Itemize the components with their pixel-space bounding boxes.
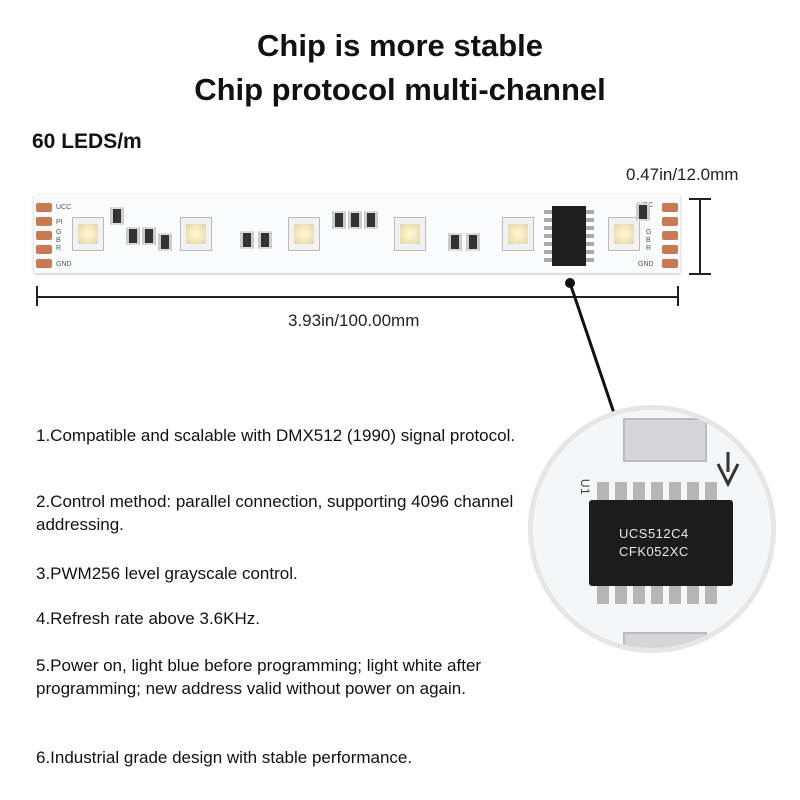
resistor bbox=[258, 231, 272, 249]
title-line-2: Chip protocol multi-channel bbox=[194, 72, 606, 107]
led-chip bbox=[502, 217, 534, 251]
feature-item-4: 4.Refresh rate above 3.6KHz. bbox=[36, 609, 260, 628]
pin-label: B bbox=[56, 237, 61, 244]
pin-label: GND bbox=[638, 261, 654, 268]
resistor bbox=[448, 233, 462, 251]
led-chip bbox=[608, 217, 640, 251]
width-dimension-tick bbox=[689, 273, 711, 275]
pin-label: G bbox=[56, 229, 62, 236]
width-dimension-label: 0.47in/12.0mm bbox=[626, 165, 739, 184]
led-chip bbox=[394, 217, 426, 251]
feature-item-1: 1.Compatible and scalable with DMX512 (1… bbox=[36, 426, 516, 445]
width-dimension-line bbox=[699, 198, 701, 274]
solder-pad bbox=[662, 231, 678, 240]
feature-item-6: 6.Industrial grade design with stable pe… bbox=[36, 748, 413, 767]
chip-marking-line-1: UCS512C4 bbox=[619, 526, 689, 541]
resistor bbox=[332, 211, 346, 229]
resistor bbox=[110, 207, 124, 225]
pin-label: GND bbox=[56, 261, 72, 268]
solder-pad bbox=[36, 203, 52, 212]
solder-pad bbox=[36, 217, 52, 226]
zoomed-driver-ic: UCS512C4 CFK052XC bbox=[589, 500, 733, 586]
pin-label: PI bbox=[56, 219, 63, 226]
width-dimension-tick bbox=[689, 198, 711, 200]
resistor bbox=[158, 233, 172, 251]
pin-label: G bbox=[646, 229, 652, 236]
length-dimension-line bbox=[36, 296, 678, 298]
chip-marking-line-2: CFK052XC bbox=[619, 544, 689, 559]
solder-pad bbox=[36, 231, 52, 240]
length-dimension-tick bbox=[677, 286, 679, 306]
zoomed-led bbox=[623, 418, 707, 462]
length-dimension-label: 3.93in/100.00mm bbox=[288, 311, 420, 330]
pin-label: B bbox=[646, 237, 651, 244]
led-density-label: 60 LEDS/m bbox=[32, 130, 142, 153]
solder-pad bbox=[36, 259, 52, 268]
led-chip bbox=[288, 217, 320, 251]
resistor bbox=[348, 211, 362, 229]
resistor bbox=[142, 227, 156, 245]
solder-pad bbox=[662, 203, 678, 212]
title-line-1: Chip is more stable bbox=[257, 28, 543, 63]
pin-label: R bbox=[646, 245, 652, 252]
led-chip bbox=[72, 217, 104, 251]
length-dimension-tick bbox=[36, 286, 38, 306]
feature-item-5: 5.Power on, light blue before programmin… bbox=[36, 656, 482, 698]
resistor bbox=[636, 203, 650, 221]
resistor bbox=[466, 233, 480, 251]
driver-ic-chip bbox=[544, 206, 594, 266]
solder-pad bbox=[662, 259, 678, 268]
pin-label: R bbox=[56, 245, 62, 252]
chip-ref-label: U1 bbox=[578, 478, 593, 496]
resistor bbox=[364, 211, 378, 229]
solder-pad bbox=[662, 217, 678, 226]
pin-label: UCC bbox=[56, 204, 72, 211]
chip-zoom-inset: U1 UCS512C4 CFK052XC bbox=[528, 405, 776, 653]
resistor bbox=[240, 231, 254, 249]
feature-item-3: 3.PWM256 level grayscale control. bbox=[36, 564, 298, 583]
feature-item-2: 2.Control method: parallel connection, s… bbox=[36, 492, 514, 534]
resistor bbox=[126, 227, 140, 245]
zoomed-led bbox=[623, 632, 707, 648]
solder-pad bbox=[36, 245, 52, 254]
arrow-down-icon bbox=[716, 452, 740, 488]
led-chip bbox=[180, 217, 212, 251]
solder-pad bbox=[662, 245, 678, 254]
